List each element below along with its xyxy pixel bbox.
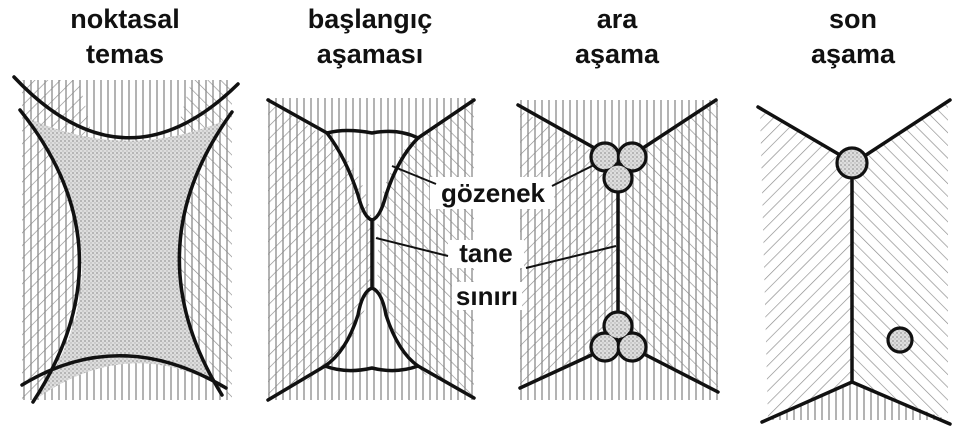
grain-boundary-label-line2: sınırı <box>456 281 518 311</box>
panel-4-left-grain-hatch <box>760 110 852 420</box>
panel-intermediate-stage <box>516 98 720 400</box>
stage-2-title-line2: aşaması <box>317 39 424 69</box>
panel-4-boundary-pore <box>835 146 869 180</box>
panel-final-stage <box>756 98 952 426</box>
panel-1-right-grain-outline <box>177 110 234 397</box>
pore-leader-left <box>391 165 437 185</box>
pore-leader-right <box>551 164 595 187</box>
grain-boundary-label-line1: tane <box>459 238 512 268</box>
panel-3-upper-pore <box>589 141 648 194</box>
panel-2-lower-pore <box>323 286 420 373</box>
stage-2-title-line1: başlangıç <box>308 4 433 34</box>
panel-1-bottom-grain-outline <box>20 354 228 390</box>
stage-4-title-line2: aşama <box>811 39 896 69</box>
panel-2-upper-pore <box>325 128 420 222</box>
panel-4-bottom-grain-hatch <box>768 382 948 420</box>
grain-boundary-leader-left <box>375 237 449 257</box>
panel-1-pore-region <box>22 115 230 400</box>
panel-3-lower-pore <box>589 310 648 363</box>
grain-boundary-label-background-1 <box>448 240 524 268</box>
stage-3-title-line1: ara <box>597 4 639 34</box>
panel-3-right-grain-hatch <box>618 100 718 392</box>
panel-point-contact <box>12 75 240 404</box>
stage-1-title-line2: temas <box>86 39 164 69</box>
panel-3-grain-edges <box>516 98 720 394</box>
stage-1-title-line1: noktasal <box>70 4 180 34</box>
panel-4-isolated-pore <box>886 326 914 354</box>
grain-boundary-label-background-2 <box>452 282 522 310</box>
panel-2-left-grain-hatch <box>268 100 373 398</box>
pore-label: gözenek <box>441 178 546 208</box>
grain-boundary-leader-right <box>525 245 617 269</box>
panel-initial-stage <box>266 98 476 402</box>
pore-label-background <box>430 177 554 209</box>
panel-2-neck-outlines <box>266 98 476 402</box>
panel-4-right-grain-hatch <box>852 100 948 420</box>
panel-2-right-grain-hatch <box>377 100 474 398</box>
stage-3-title-line2: aşama <box>575 39 660 69</box>
panel-1-top-grain-outline <box>12 75 240 140</box>
stage-4-title-line1: son <box>829 4 877 34</box>
panel-1-left-grain-outline <box>18 108 82 404</box>
